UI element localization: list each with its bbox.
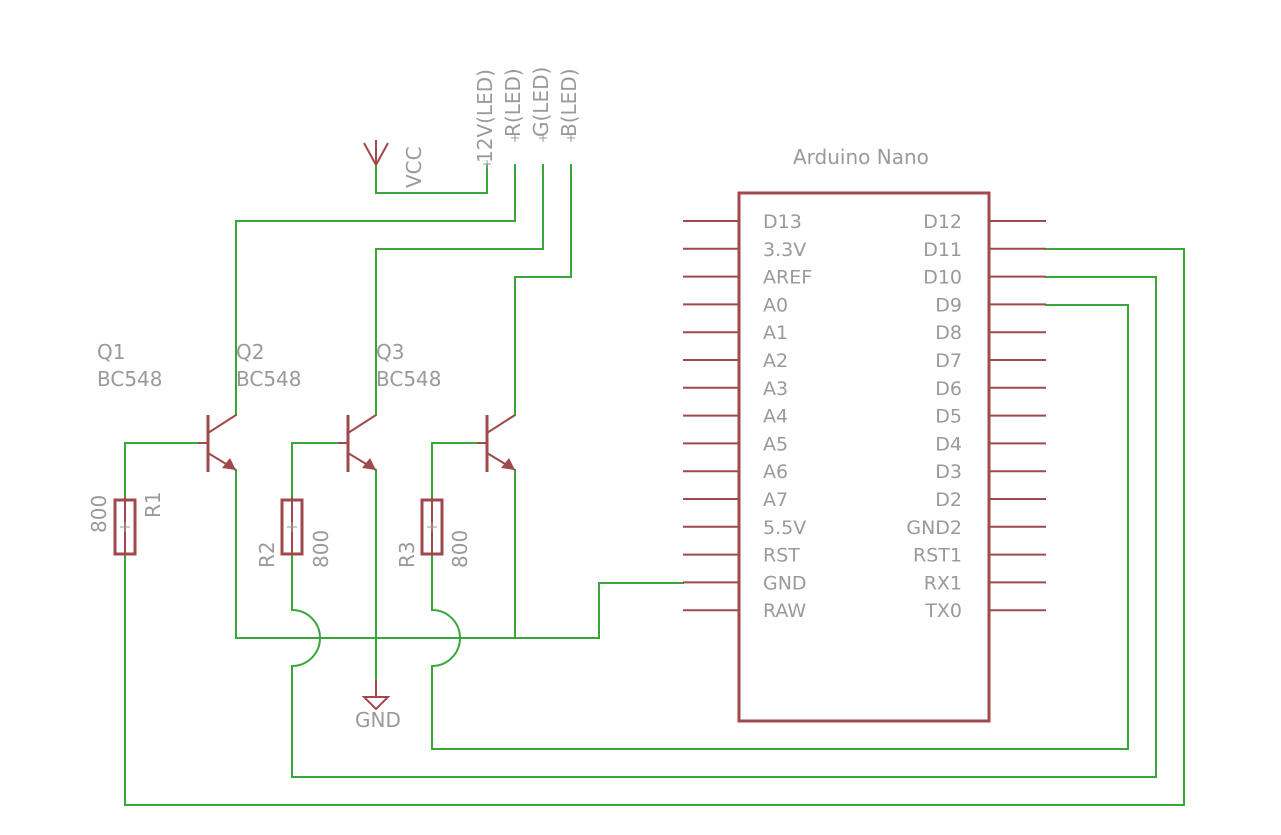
transistor-q3: Q3 BC548 bbox=[376, 340, 516, 472]
pin-label-a1: A1 bbox=[763, 322, 788, 344]
pin-label-rst1: RST1 bbox=[913, 545, 962, 567]
pin-label-d8: D8 bbox=[935, 322, 962, 344]
vcc-symbol: VCC bbox=[363, 140, 426, 188]
pin-label-d7: D7 bbox=[935, 350, 962, 372]
transistor-q2: Q2 BC548 bbox=[236, 340, 377, 472]
r2-value: 800 bbox=[309, 530, 333, 568]
connector-pin-12v: 12V(LED) bbox=[473, 69, 497, 163]
pin-label-d12: D12 bbox=[923, 211, 962, 233]
resistor-r2: R2 800 bbox=[255, 497, 333, 568]
gnd-label: GND bbox=[355, 708, 401, 732]
wire-r2-d10 bbox=[291, 276, 1157, 778]
arduino-nano-title: Arduino Nano bbox=[793, 145, 929, 169]
pin-label-d13: D13 bbox=[763, 211, 802, 233]
pin-label-d4: D4 bbox=[935, 433, 962, 455]
wire-blue-led bbox=[514, 164, 572, 416]
pin-label-d2: D2 bbox=[935, 489, 962, 511]
led-connector: 12V(LED) R(LED) G(LED) B(LED) bbox=[473, 67, 581, 168]
wire-r3-d9 bbox=[431, 304, 1129, 750]
wire-q2-base bbox=[291, 442, 339, 498]
wire-ground-bus bbox=[235, 582, 684, 639]
pin-label-a0: A0 bbox=[763, 294, 788, 316]
wire-q1-base bbox=[124, 442, 199, 498]
r2-name: R2 bbox=[255, 541, 279, 568]
pin-label-tx0: TX0 bbox=[924, 600, 962, 622]
pin-label-3-3v: 3.3V bbox=[763, 239, 806, 261]
connector-pin-r: R(LED) bbox=[501, 68, 525, 137]
arduino-nano-body bbox=[737, 191, 991, 723]
vcc-label: VCC bbox=[402, 146, 426, 188]
wire-red-led bbox=[235, 164, 516, 416]
pin-label-5-5v: 5.5V bbox=[763, 517, 806, 539]
wires bbox=[124, 164, 1185, 806]
pin-label-rx1: RX1 bbox=[924, 572, 962, 594]
wire-q3-base bbox=[431, 442, 478, 498]
pin-label-a7: A7 bbox=[763, 489, 788, 511]
pin-label-d6: D6 bbox=[935, 378, 962, 400]
r1-name: R1 bbox=[141, 491, 165, 518]
q2-part: BC548 bbox=[236, 367, 302, 391]
pin-label-gnd2: GND2 bbox=[906, 517, 962, 539]
pin-label-a6: A6 bbox=[763, 461, 788, 483]
wire-r1-d11 bbox=[124, 248, 1185, 806]
r3-name: R3 bbox=[395, 541, 419, 568]
pin-label-d11: D11 bbox=[923, 239, 962, 261]
q3-part: BC548 bbox=[376, 367, 442, 391]
gnd-symbol: GND bbox=[355, 680, 401, 732]
arduino-nano: Arduino Nano D13 3.3V AREF A0A1A2A3A4A5A6A7… bbox=[683, 145, 1046, 723]
pin-label-aref: AREF bbox=[763, 267, 812, 289]
r1-value: 800 bbox=[87, 495, 111, 533]
connector-pin-b: B(LED) bbox=[557, 68, 581, 137]
pin-label-d3: D3 bbox=[935, 461, 962, 483]
pin-label-d9: D9 bbox=[935, 294, 962, 316]
connector-pin-g: G(LED) bbox=[529, 67, 553, 137]
pin-label-raw: RAW bbox=[763, 600, 806, 622]
resistor-r3: R3 800 bbox=[395, 497, 472, 568]
pin-label-d10: D10 bbox=[923, 267, 962, 289]
wire-vcc bbox=[375, 164, 488, 194]
q3-name: Q3 bbox=[376, 340, 404, 364]
q1-part: BC548 bbox=[97, 367, 163, 391]
transistor-q1: Q1 BC548 bbox=[97, 340, 237, 472]
r3-value: 800 bbox=[448, 530, 472, 568]
pin-label-gnd: GND bbox=[763, 572, 807, 594]
pin-label-a4: A4 bbox=[763, 406, 788, 428]
pin-label-a3: A3 bbox=[763, 378, 788, 400]
q1-name: Q1 bbox=[97, 340, 125, 364]
wire-green-led bbox=[375, 164, 544, 416]
pin-label-d5: D5 bbox=[935, 406, 962, 428]
pin-label-a2: A2 bbox=[763, 350, 788, 372]
q2-name: Q2 bbox=[236, 340, 264, 364]
pin-label-a5: A5 bbox=[763, 433, 788, 455]
pin-label-rst: RST bbox=[763, 545, 800, 567]
resistor-r1: 800 R1 bbox=[87, 491, 165, 556]
